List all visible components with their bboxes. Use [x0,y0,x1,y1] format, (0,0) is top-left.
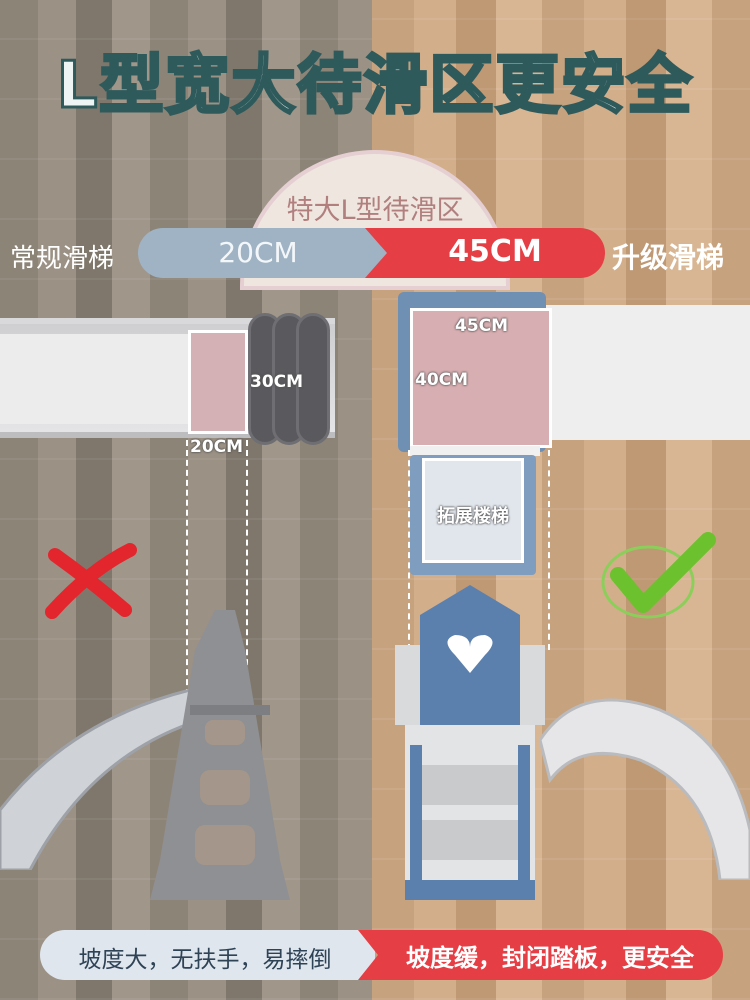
small-platform [190,330,246,432]
extended-ladder-panel [422,458,524,563]
big-width-dim: 45CM [455,316,509,336]
compare-bar-right [365,228,605,278]
regular-slide-surface [0,334,190,424]
bottom-bar-left [40,930,375,980]
regular-slide-label: 常规滑梯 [10,244,115,274]
big-depth-dim: 40CM [415,370,469,390]
guide-line [548,450,550,650]
guide-line [246,440,248,705]
guide-line [408,450,410,650]
upgraded-benefit-text: 坡度缓，封闭踏板，更安全 [406,944,694,972]
platform-edge [410,446,540,456]
ladder-step [296,313,330,445]
upgraded-slide-surface [545,305,750,440]
extended-ladder-label: 拓展楼梯 [437,506,509,527]
upgraded-ladder-tower [395,585,545,900]
guide-line [186,440,188,705]
big-platform [410,308,550,448]
green-check-icon [601,532,716,619]
regular-drawback-text: 坡度大，无扶手，易摔倒 [78,947,332,973]
upgraded-slide-chute [540,698,750,880]
bottom-bar-right [358,930,723,980]
compare-bar-left [138,228,388,278]
upgraded-slide-label: 升级滑梯 [612,241,725,274]
small-platform-outline [188,330,248,434]
upgraded-width-value: 45CM [448,234,542,269]
small-height-dim: 30CM [250,372,304,392]
regular-width-value: 20CM [218,236,298,269]
page-title: L型宽大待滑区更安全 [55,48,694,125]
regular-ladder-tower [150,610,290,900]
small-width-dim: 20CM [190,437,244,457]
badge-label: 特大L型待滑区 [286,195,464,226]
red-x-icon [45,543,137,619]
